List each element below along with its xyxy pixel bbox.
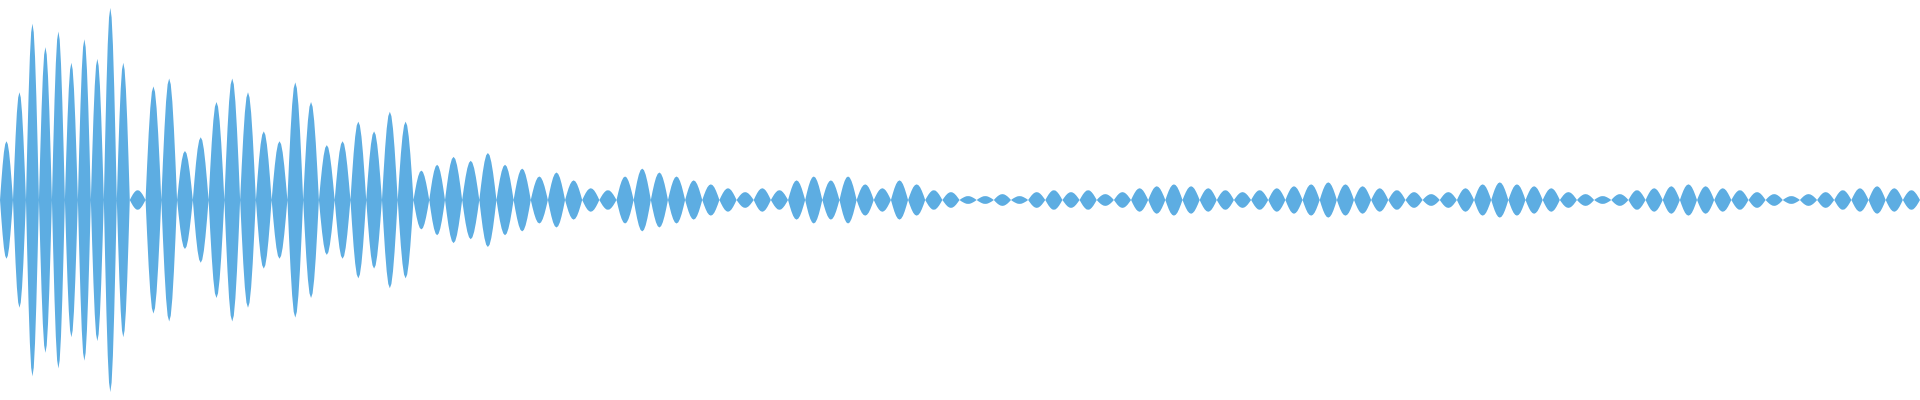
waveform-envelope [0,7,1920,393]
